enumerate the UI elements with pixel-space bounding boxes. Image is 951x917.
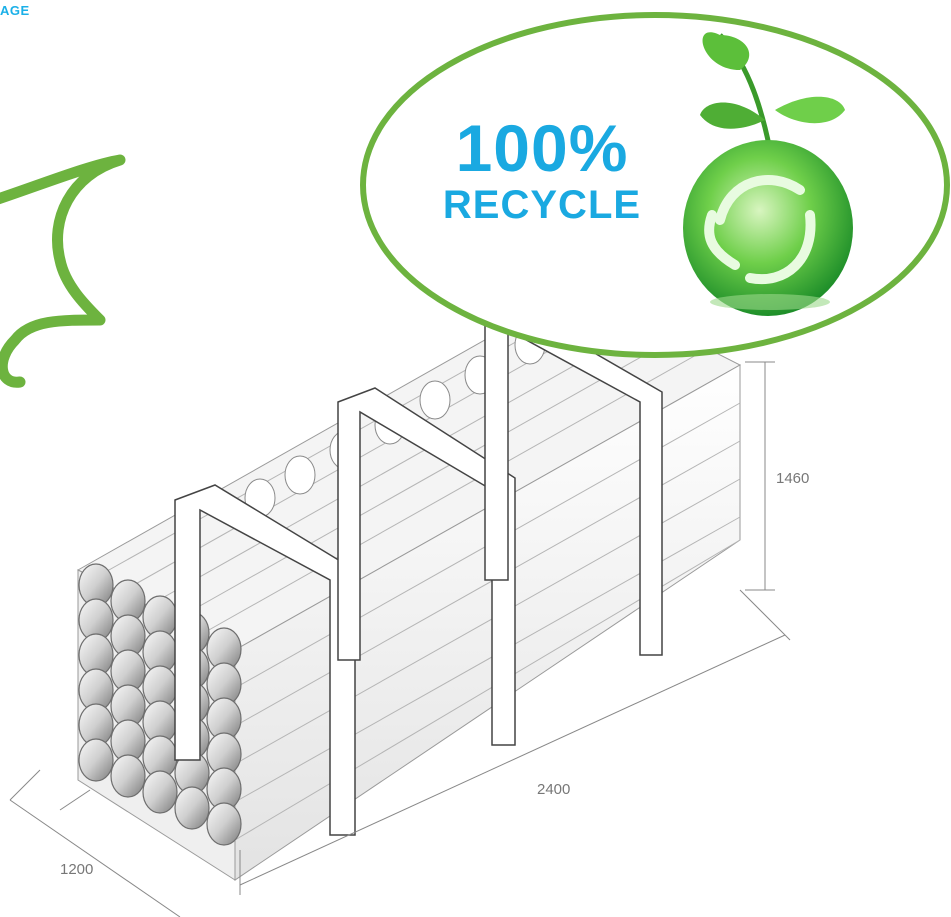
recycle-globe-icon	[683, 32, 853, 316]
width-dimension-label: 1200	[60, 861, 94, 878]
strap-frames	[174, 309, 663, 836]
recycle-headline: 100% RECYCLE	[432, 112, 652, 226]
height-dimension-label: 1460	[776, 470, 810, 487]
pipe-ends	[78, 563, 242, 846]
cloud-outline	[0, 154, 126, 388]
recycle-percent: 100%	[455, 111, 629, 185]
strap-2	[337, 387, 516, 746]
dimension-lines	[9, 361, 791, 917]
corner-label: AGE	[0, 3, 30, 18]
length-dimension-label: 2400	[537, 781, 571, 798]
recycle-word: RECYCLE	[442, 183, 642, 227]
strap-1	[174, 484, 356, 836]
